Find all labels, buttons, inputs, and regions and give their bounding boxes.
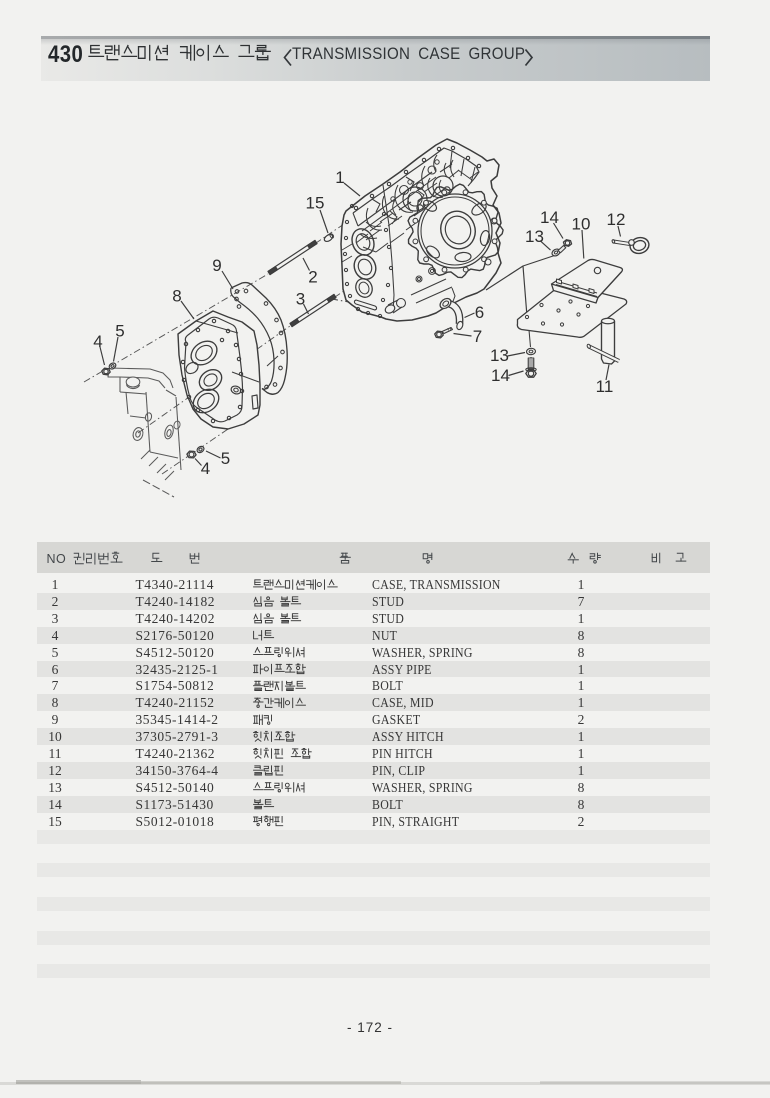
svg-text:15: 15 <box>306 193 325 212</box>
svg-text:1: 1 <box>335 168 344 187</box>
svg-text:4: 4 <box>201 459 210 478</box>
svg-text:14: 14 <box>540 208 559 227</box>
svg-text:6: 6 <box>475 303 484 322</box>
svg-text:10: 10 <box>572 214 591 233</box>
svg-text:8: 8 <box>172 286 181 305</box>
svg-text:9: 9 <box>212 256 221 275</box>
svg-text:7: 7 <box>473 327 482 346</box>
svg-text:5: 5 <box>115 321 124 340</box>
svg-text:14: 14 <box>491 366 510 385</box>
svg-text:13: 13 <box>525 227 544 246</box>
svg-text:12: 12 <box>607 210 626 229</box>
svg-text:11: 11 <box>596 377 614 396</box>
svg-text:3: 3 <box>296 289 305 308</box>
svg-text:2: 2 <box>308 267 317 286</box>
svg-text:4: 4 <box>93 332 102 351</box>
svg-text:13: 13 <box>490 346 509 365</box>
svg-text:5: 5 <box>221 449 230 468</box>
